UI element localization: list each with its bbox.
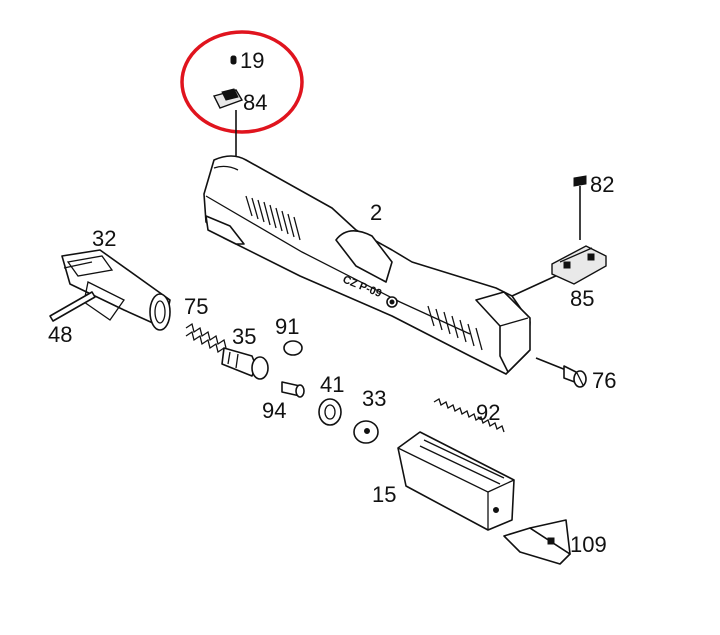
label-33: 33 — [362, 386, 386, 411]
part-2-slide: CZ P-09 — [203, 155, 531, 375]
label-85: 85 — [570, 286, 594, 311]
label-76: 76 — [592, 368, 616, 393]
part-76-screw — [535, 357, 587, 388]
part-35-guide-rod — [221, 347, 269, 380]
label-41: 41 — [320, 372, 344, 397]
label-2: 2 — [370, 200, 382, 225]
part-84-front-sight — [212, 88, 244, 109]
part-85-rear-sight — [551, 245, 607, 285]
part-41-washer — [318, 398, 342, 426]
label-32: 32 — [92, 226, 116, 251]
label-84: 84 — [243, 90, 267, 115]
part-15-block — [397, 431, 515, 531]
part-75-spring — [185, 322, 227, 354]
part-19-pin — [230, 55, 237, 65]
label-75: 75 — [184, 294, 208, 319]
highlight-circle — [180, 30, 304, 134]
rear-serrations — [427, 305, 483, 351]
label-94: 94 — [262, 398, 286, 423]
label-48: 48 — [48, 322, 72, 347]
part-109-plate — [503, 519, 571, 565]
part-91-ring — [283, 340, 303, 356]
label-82: 82 — [590, 172, 614, 197]
part-82-screw — [573, 175, 587, 240]
label-91: 91 — [275, 314, 299, 339]
label-109: 109 — [570, 532, 607, 557]
part-32-barrel — [61, 249, 171, 331]
label-19: 19 — [240, 48, 264, 73]
part-94-pin — [281, 381, 305, 398]
front-serrations — [245, 195, 301, 241]
part-92-spring — [433, 398, 505, 433]
part-33-disc — [353, 420, 379, 444]
label-92: 92 — [476, 400, 500, 425]
label-35: 35 — [232, 324, 256, 349]
label-15: 15 — [372, 482, 396, 507]
part-48-pin — [49, 291, 96, 322]
